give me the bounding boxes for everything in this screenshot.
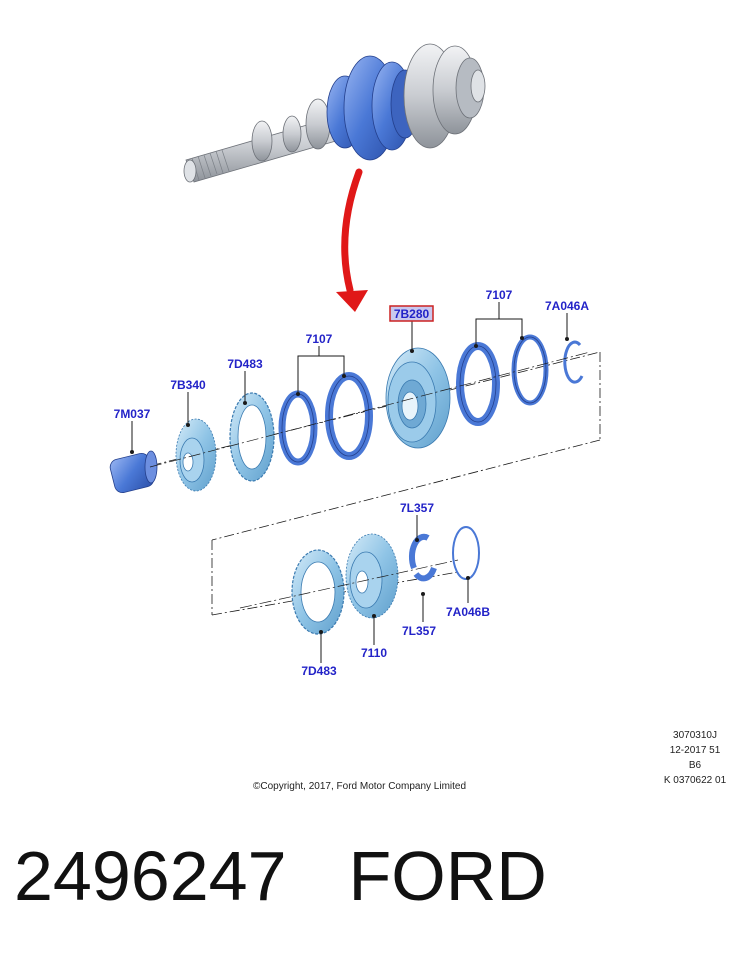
callout-7L357-top[interactable]: 7L357 bbox=[400, 501, 434, 515]
part-7L357-half-rings bbox=[408, 533, 437, 582]
callout-7B340[interactable]: 7B340 bbox=[170, 378, 206, 392]
callout-7A046B[interactable]: 7A046B bbox=[446, 605, 490, 619]
callout-7107-top-right[interactable]: 7107 bbox=[486, 288, 513, 302]
highlight-box bbox=[389, 305, 434, 322]
part-7A046B-snap-ring bbox=[452, 526, 480, 580]
part-7107-left-rings bbox=[278, 372, 373, 466]
callout-7110[interactable]: 7110 bbox=[361, 646, 387, 660]
callout-7107-top-left[interactable]: 7107 bbox=[306, 332, 333, 346]
callout-7M037[interactable]: 7M037 bbox=[114, 407, 151, 421]
meta-line-1: 3070310J bbox=[673, 730, 717, 741]
red-curved-arrow-icon bbox=[336, 168, 368, 312]
meta-line-3: B6 bbox=[688, 760, 702, 771]
upper-centerline bbox=[149, 351, 591, 468]
brand-name: FORD bbox=[348, 837, 547, 915]
leader-lines bbox=[130, 302, 569, 663]
callout-7B280[interactable]: 7B280 bbox=[394, 307, 430, 321]
shaft-assembly bbox=[183, 43, 486, 183]
part-7D483-top-ring bbox=[229, 392, 275, 482]
callout-7D483-top[interactable]: 7D483 bbox=[227, 357, 263, 371]
lower-centerline bbox=[239, 559, 459, 609]
part-7110-gear bbox=[345, 533, 399, 619]
copyright-notice: ©Copyright, 2017, Ford Motor Company Lim… bbox=[253, 781, 467, 792]
part-7B280-synchro-hub bbox=[385, 347, 451, 449]
callout-7L357-bottom[interactable]: 7L357 bbox=[402, 624, 436, 638]
part-7107-right-rings bbox=[456, 334, 549, 426]
part-title: 2496247 FORD bbox=[14, 836, 547, 916]
part-number: 2496247 bbox=[14, 837, 287, 915]
meta-line-2: 12-2017 51 bbox=[669, 745, 721, 756]
part-7A046A-snap-ring bbox=[563, 340, 584, 384]
meta-line-4: K 0370622 01 bbox=[663, 775, 727, 786]
part-7D483-bottom-ring bbox=[291, 549, 345, 635]
drawing-meta: 3070310J 12-2017 51 B6 K 0370622 01 bbox=[650, 728, 734, 788]
callout-7D483-bottom[interactable]: 7D483 bbox=[301, 664, 337, 678]
callout-7A046A[interactable]: 7A046A bbox=[545, 299, 589, 313]
part-7M037-needle-bearing bbox=[109, 450, 158, 494]
